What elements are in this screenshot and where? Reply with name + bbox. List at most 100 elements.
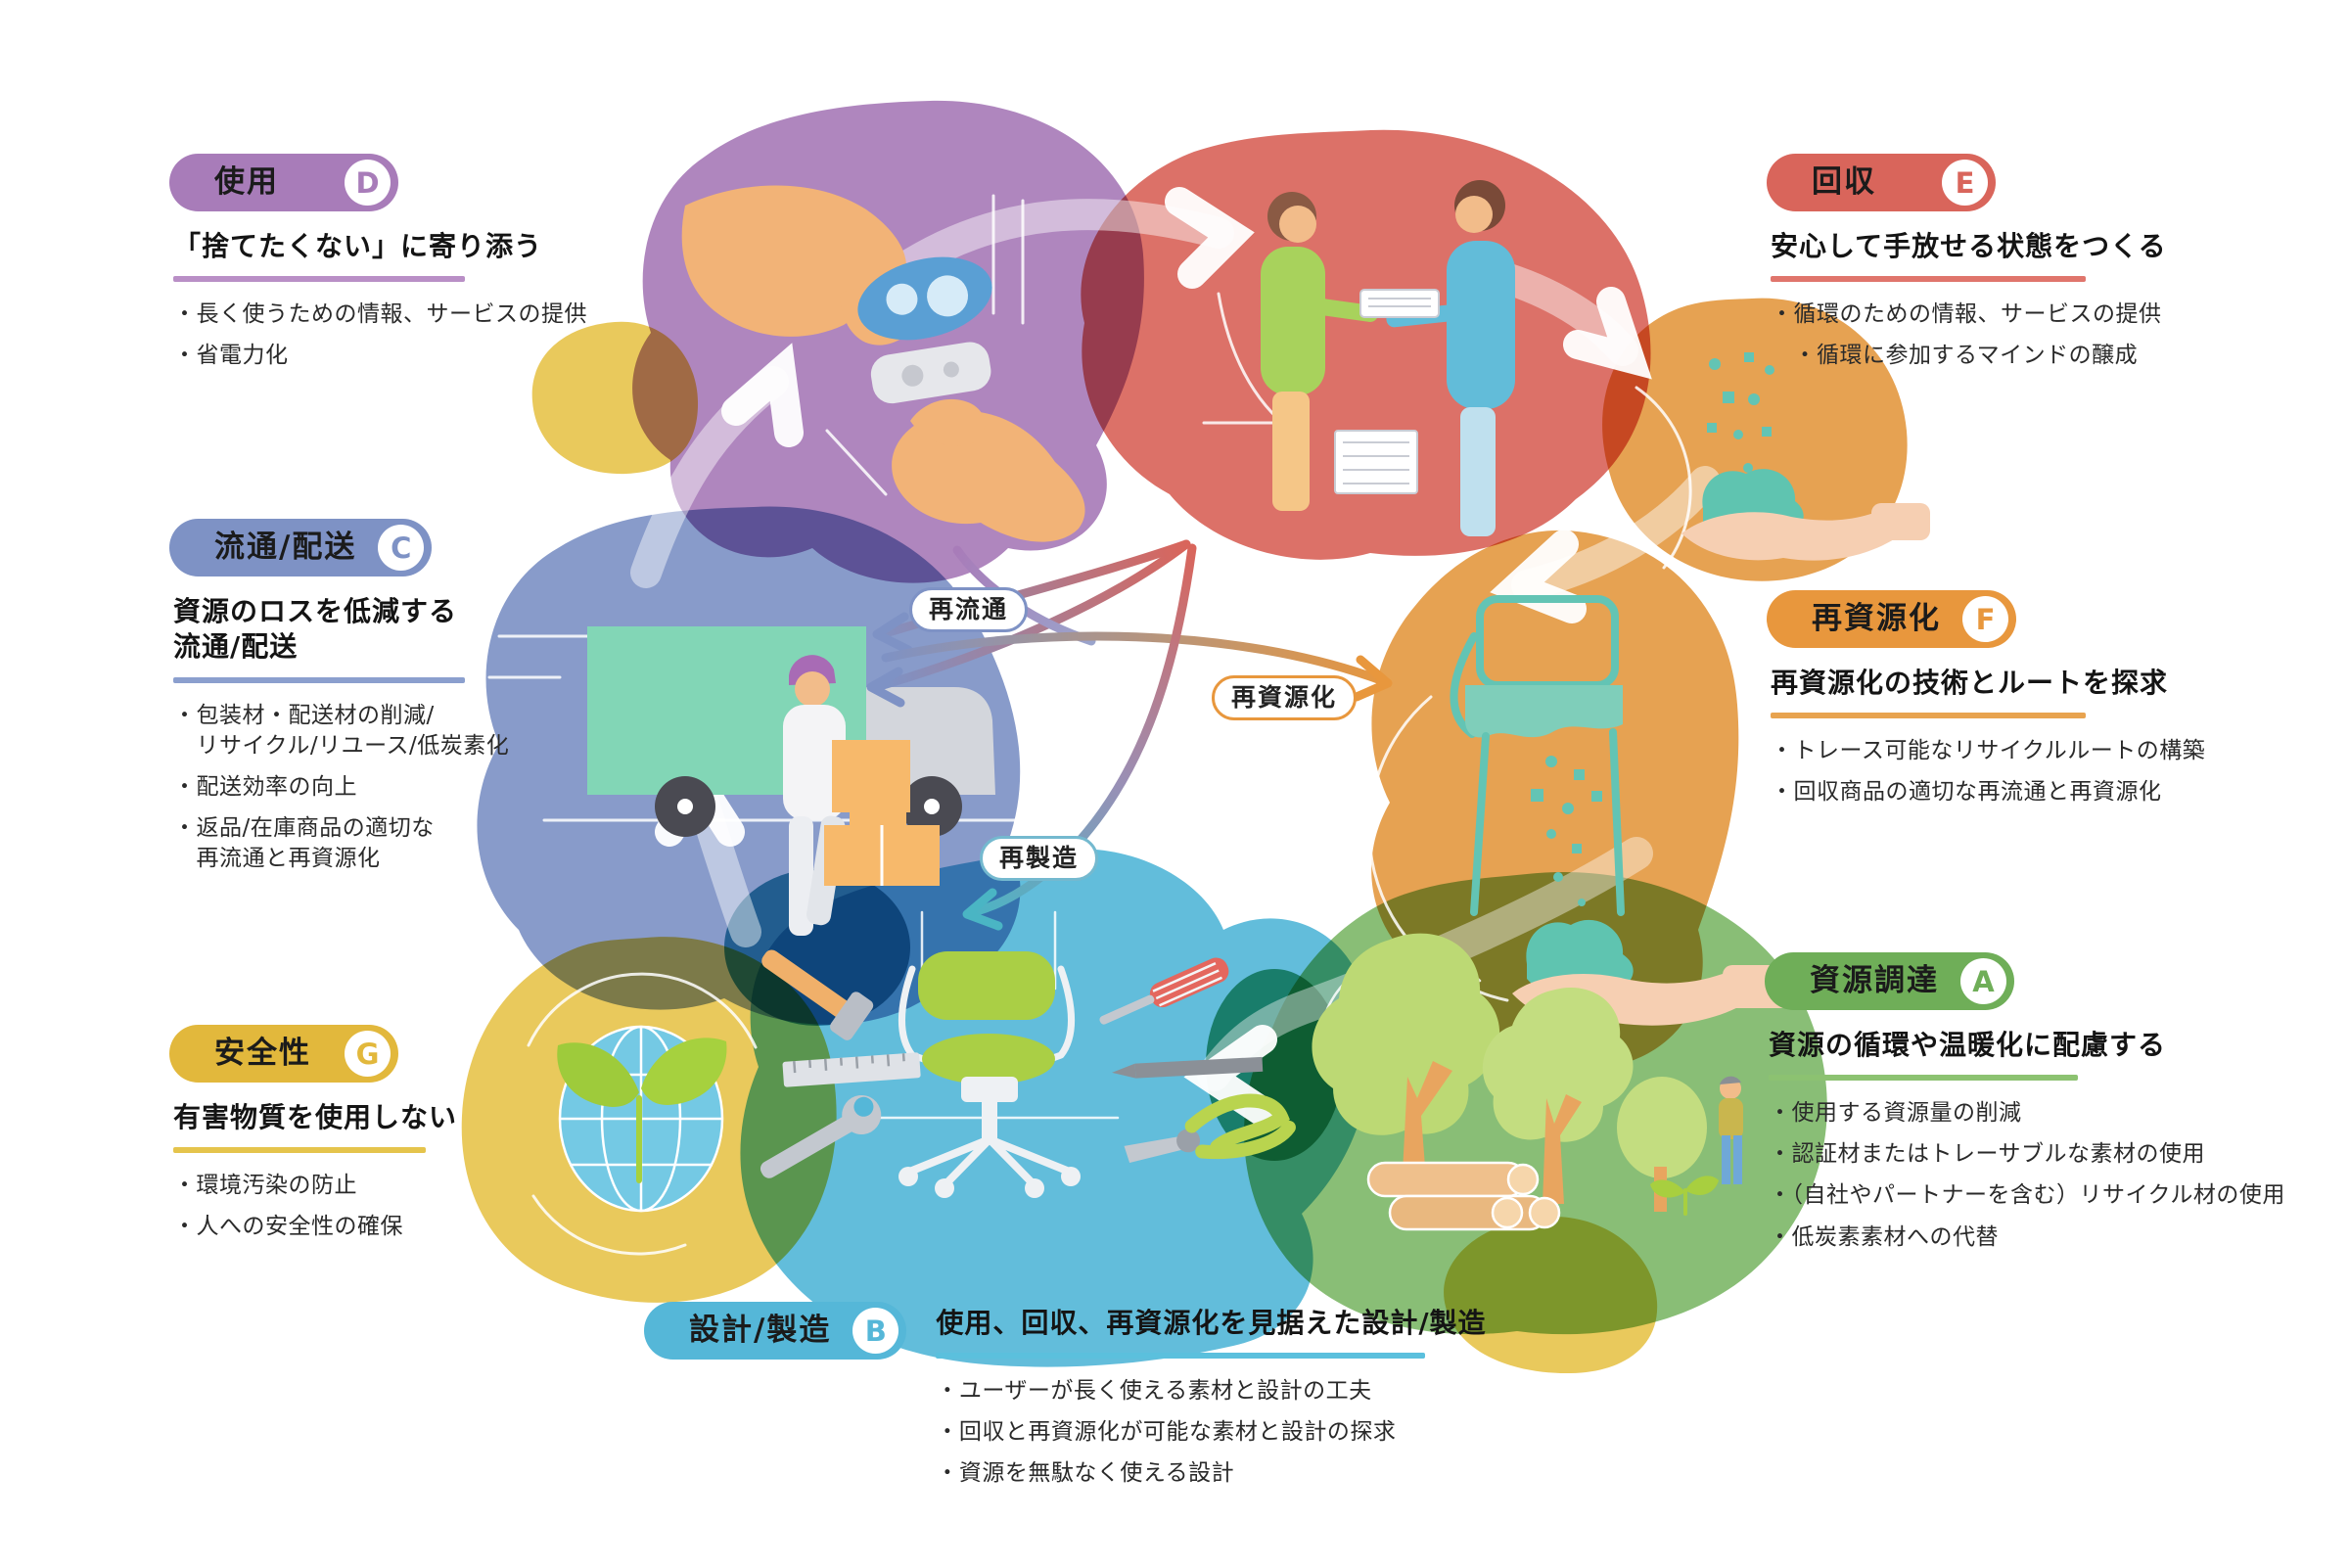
use-badge: 使用 D [169, 154, 398, 211]
collection-badge: 回収 E [1767, 154, 1996, 211]
wheel-hub [924, 799, 940, 814]
bullet: ・包装材・配送材の削減/ リサイクル/リユース/低炭素化 [173, 702, 510, 759]
distribution-underline [173, 676, 465, 683]
person-left-legs [1272, 392, 1310, 511]
chair-seat-base [961, 1077, 1018, 1102]
section-design: 設計/製造 B 使用、回収、再資源化を見据えた設計/製造 ・ユーザーが長く使える… [644, 1302, 1525, 1500]
hammer-icon [761, 949, 874, 1040]
rematerialization-arrow [881, 631, 1383, 684]
rematerialization-label-pill: 再資源化 [1212, 675, 1358, 720]
device-top-shell-icon [857, 256, 992, 341]
bullet: ・人への安全性の確保 [173, 1214, 403, 1240]
tree-small-canopy [1617, 1077, 1707, 1178]
caster [1025, 1178, 1044, 1198]
sourcing-badge-label: 資源調達 [1810, 963, 1939, 998]
remanufacturing-arrow [972, 543, 1197, 916]
arrow-use-to-collection [895, 187, 1255, 289]
chair-base-legs [908, 1135, 1071, 1186]
design-bullets: ・ユーザーが長く使える素材と設計の工夫 ・回収と再資源化が可能な素材と設計の探求… [936, 1376, 1486, 1499]
person-right-body [1447, 241, 1515, 409]
tree-large-trunk [1402, 1061, 1452, 1192]
falling-particles [1707, 352, 1774, 473]
chair-design-tools-illustration [760, 949, 1296, 1198]
remanufacturing-arrowhead [962, 888, 1003, 931]
pliers-icon [1124, 1093, 1296, 1163]
bullet: ・配送効率の向上 [173, 773, 357, 800]
handover-illustration [1261, 180, 1515, 536]
rematerialization-heading: 再資源化の技術とルートを探求 [1771, 667, 2169, 699]
ruler-icon [782, 1052, 921, 1087]
bullet: ・循環に参加するマインドの醸成 [1771, 343, 2139, 369]
device-repair-illustration [681, 185, 1085, 542]
collection-heading: 安心して手放せる状態をつくる [1771, 230, 2167, 262]
section-collection: 回収 E 安心して手放せる状態をつくる ・循環のための情報、サービスの提供 ・循… [1767, 154, 2315, 382]
redistribution-arrowhead [872, 612, 913, 655]
courier-leg-left [789, 816, 813, 936]
redistribution-label: 再流通 [929, 595, 1009, 623]
bullet: ・長く使うための情報、サービスの提供 [173, 301, 587, 328]
section-use: 使用 D 「捨てたくない」に寄り添う ・長く使うための情報、サービスの提供 ・省… [169, 154, 600, 382]
person-left-arm [1300, 297, 1379, 322]
wrench-icon [760, 1095, 882, 1178]
chair-column [982, 1102, 997, 1139]
rematerialization-arrowhead [1352, 655, 1393, 702]
lower-hand-icon [892, 410, 1085, 542]
design-badge-label: 設計/製造 [689, 1313, 832, 1348]
screwdriver-icon [1099, 957, 1229, 1025]
bullet: ・（自社やパートナーを含む）リサイクル材の使用 [1769, 1182, 2285, 1209]
remanufacturing-label: 再製造 [999, 844, 1080, 872]
sourcing-badge-letter: A [1960, 958, 2006, 1004]
globe-sprout-illustration [557, 1025, 727, 1213]
tree-mid-canopy [1482, 987, 1634, 1142]
section-rematerialization: 再資源化 F 再資源化の技術とルートを探求 ・トレース可能なリサイクルルートの構… [1767, 590, 2315, 818]
design-badge: 設計/製造 B [644, 1302, 907, 1360]
use-bullets: ・長く使うための情報、サービスの提供 ・省電力化 [173, 300, 600, 371]
safety-heading: 有害物質を使用しない [173, 1101, 458, 1133]
use-badge-label: 使用 [214, 164, 279, 200]
section-sourcing: 資源調達 A 資源の循環や温暖化に配慮する ・使用する資源量の削減 ・認証材また… [1765, 952, 2332, 1264]
tree-mid-trunk [1543, 1094, 1582, 1204]
accent-yellow-blob-bottom-right [1444, 1216, 1658, 1374]
sourcing-bullets: ・使用する資源量の削減 ・認証材またはトレーサブルな素材の使用 ・（自社やパート… [1769, 1098, 2332, 1252]
redistribution-arrowhead [866, 667, 905, 708]
rematerialization-bullets: ・トレース可能なリサイクルルートの構築 ・回収商品の適切な再流通と再資源化 [1771, 736, 2315, 807]
chair-armrest-outline [1450, 632, 1478, 738]
stacked-boxes-icon [824, 778, 940, 886]
bullet: ・ユーザーが長く使える素材と設計の工夫 [936, 1378, 1372, 1405]
rematerialization-badge: 再資源化 F [1767, 590, 2016, 648]
sourcing-heading: 資源の循環や温暖化に配慮する [1769, 1029, 2167, 1061]
device-bottom-shell-icon [870, 342, 991, 404]
safety-badge: 安全性 G [169, 1025, 398, 1083]
section-distribution: 流通/配送 C 資源のロスを低減する 流通/配送 ・包装材・配送材の削減/ リサ… [169, 519, 600, 885]
sourcing-badge: 資源調達 A [1765, 952, 2014, 1010]
bullet: ・回収商品の適切な再流通と再資源化 [1771, 779, 2162, 806]
rematerialization-badge-letter: F [1962, 596, 2008, 642]
design-underline [936, 1353, 1426, 1360]
person-right-legs [1460, 407, 1496, 536]
caster [935, 1178, 954, 1198]
use-heading: 「捨てたくない」に寄り添う [173, 230, 543, 262]
chair-frame [898, 965, 1075, 1067]
delivery-truck-illustration [587, 626, 995, 936]
falling-particles [1531, 756, 1602, 906]
bullet: ・返品/在庫商品の適切な 再流通と再資源化 [173, 814, 435, 871]
distribution-bullets: ・包装材・配送材の削減/ リサイクル/リユース/低炭素化 ・配送効率の向上 ・返… [173, 701, 600, 874]
rematerialization-underline [1771, 713, 2086, 719]
collection-badge-letter: E [1942, 160, 1988, 206]
courier-body [783, 705, 846, 820]
use-badge-letter: D [345, 160, 391, 206]
distribution-badge: 流通/配送 C [169, 519, 433, 576]
surveyor-person-icon [1719, 1076, 1743, 1184]
design-heading: 使用、回収、再資源化を見据えた設計/製造 [936, 1307, 1487, 1339]
chair-seat [1465, 685, 1623, 738]
accent-yellow-blob-top-left [531, 321, 699, 475]
distribution-badge-label: 流通/配送 [214, 530, 357, 565]
bullet: ・低炭素素材への代替 [1769, 1223, 1999, 1250]
remanufacturing-label-pill: 再製造 [980, 836, 1099, 881]
accent-teal-blob [724, 869, 910, 1026]
logs-icon [1366, 1161, 1561, 1231]
distribution-badge-letter: C [378, 525, 425, 571]
collection-bullets: ・循環のための情報、サービスの提供 ・循環に参加するマインドの醸成 [1771, 300, 2315, 371]
